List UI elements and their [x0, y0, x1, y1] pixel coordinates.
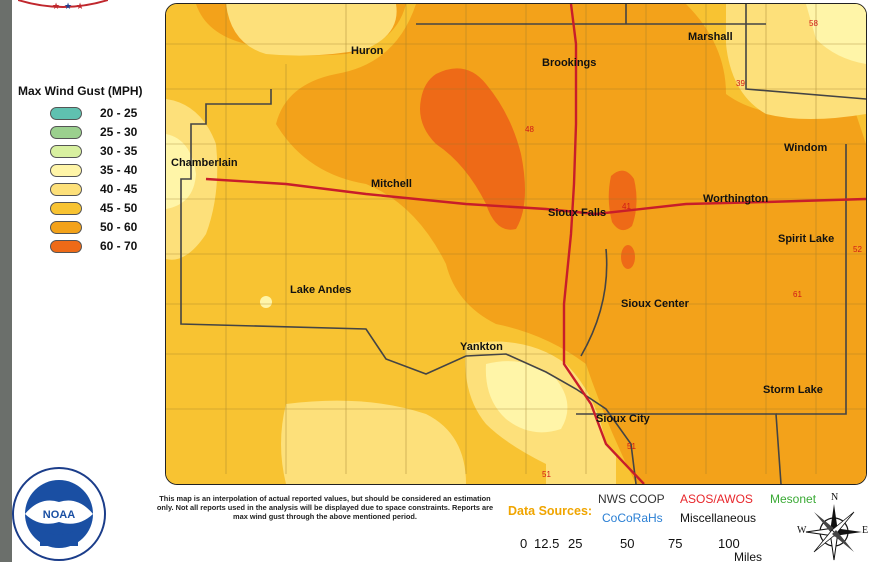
data-source-item: Mesonet [770, 492, 817, 506]
zone-35-40-yankton [485, 361, 568, 433]
city-label-lake-andes: Lake Andes [290, 284, 352, 296]
noaa-logo: NOAA [12, 467, 106, 561]
legend-label: 20 - 25 [100, 106, 138, 120]
noaa-logo-text: NOAA [43, 509, 75, 521]
legend-item: 50 - 60 [14, 218, 166, 237]
legend-label: 40 - 45 [100, 182, 138, 196]
state-borders [180, 4, 866, 484]
station-value: 58 [809, 19, 818, 28]
station-value: 51 [542, 470, 551, 479]
legend-item: 40 - 45 [14, 180, 166, 199]
legend-swatch [50, 164, 82, 177]
scale-tick-label: 0 [520, 536, 528, 551]
legend: Max Wind Gust (MPH) 20 - 25 25 - 30 30 - 3… [14, 84, 166, 256]
legend-items: 20 - 25 25 - 30 30 - 35 35 - 40 40 - 45 45 - … [14, 104, 166, 256]
city-label-chamberlain: Chamberlain [171, 157, 238, 169]
legend-swatch [50, 202, 82, 215]
data-source-item: NWS COOP [598, 492, 665, 506]
city-label-huron: Huron [351, 45, 384, 57]
legend-swatch [50, 183, 82, 196]
legend-swatch [50, 240, 82, 253]
svg-text:★: ★ [76, 2, 84, 10]
city-label-storm-lake: Storm Lake [763, 384, 823, 396]
legend-item: 60 - 70 [14, 237, 166, 256]
station-value: 61 [793, 290, 802, 299]
compass-icon [805, 504, 862, 561]
legend-item: 45 - 50 [14, 199, 166, 218]
compass-n: N [831, 492, 839, 503]
legend-label: 45 - 50 [100, 201, 138, 215]
station-value: 51 [627, 442, 636, 451]
legend-item: 25 - 30 [14, 123, 166, 142]
city-label-worthington: Worthington [703, 193, 769, 205]
legend-swatch [50, 145, 82, 158]
zone-35-40-west [166, 134, 196, 209]
zone-40-45-north [226, 4, 397, 56]
data-source-item: ASOS/AWOS [680, 492, 753, 506]
legend-label: 60 - 70 [100, 239, 138, 253]
legend-item: 20 - 25 [14, 104, 166, 123]
city-label-sioux-center: Sioux Center [621, 298, 689, 310]
station-value: 48 [525, 125, 534, 134]
city-label-sioux-city: Sioux City [596, 413, 650, 425]
legend-label: 50 - 60 [100, 220, 138, 234]
legend-label: 35 - 40 [100, 163, 138, 177]
scale-tick-label: 100 [718, 536, 740, 551]
compass-rose: N E W [797, 492, 872, 562]
highways [205, 4, 866, 484]
zone-60-70-a [420, 68, 525, 230]
legend-label: 25 - 30 [100, 125, 138, 139]
scale-tick-label: 50 [620, 536, 635, 551]
data-source-item: CoCoRaHs [602, 511, 663, 525]
svg-text:★: ★ [52, 2, 60, 10]
legend-item: 35 - 40 [14, 161, 166, 180]
map-graphic [166, 4, 866, 484]
compass-w: W [797, 525, 807, 536]
city-label-yankton: Yankton [460, 341, 503, 353]
zone-35-40-spot [260, 296, 272, 308]
city-label-windom: Windom [784, 142, 828, 154]
scale-bar: 0 12.5 25 50 75 100 Miles [520, 536, 770, 564]
zone-40-45-south [281, 400, 466, 484]
city-label-mitchell: Mitchell [371, 178, 412, 190]
legend-swatch [50, 221, 82, 234]
top-star-logo-fragment: ★ ★ ★ [18, 0, 108, 10]
scale-tick-label: 75 [668, 536, 683, 551]
data-sources-label: Data Sources: [508, 504, 593, 518]
scale-unit: Miles [734, 550, 763, 564]
station-value: 41 [622, 202, 631, 211]
legend-title: Max Wind Gust (MPH) [18, 84, 143, 98]
legend-item: 30 - 35 [14, 142, 166, 161]
station-value: 52 [853, 245, 862, 254]
zone-40-45-southeast [546, 431, 616, 484]
city-label-marshall: Marshall [688, 31, 733, 43]
scale-tick-label: 25 [568, 536, 583, 551]
svg-text:★: ★ [64, 2, 72, 10]
compass-e: E [862, 525, 869, 536]
zone-60-70-c [621, 245, 635, 269]
scale-tick-label: 12.5 [534, 536, 560, 551]
disclaimer-text: This map is an interpolation of actual r… [156, 494, 494, 521]
zone-60-70-b [608, 170, 637, 231]
legend-swatch [50, 107, 82, 120]
city-label-sioux-falls: Sioux Falls [548, 207, 607, 219]
zone-35-40-marshall [806, 4, 866, 64]
station-value: 39 [736, 79, 745, 88]
legend-label: 30 - 35 [100, 144, 138, 158]
city-label-brookings: Brookings [542, 57, 597, 69]
legend-swatch [50, 126, 82, 139]
data-source-item: Miscellaneous [680, 511, 757, 525]
left-edge-strip [0, 0, 12, 562]
city-label-spirit-lake: Spirit Lake [778, 233, 835, 245]
